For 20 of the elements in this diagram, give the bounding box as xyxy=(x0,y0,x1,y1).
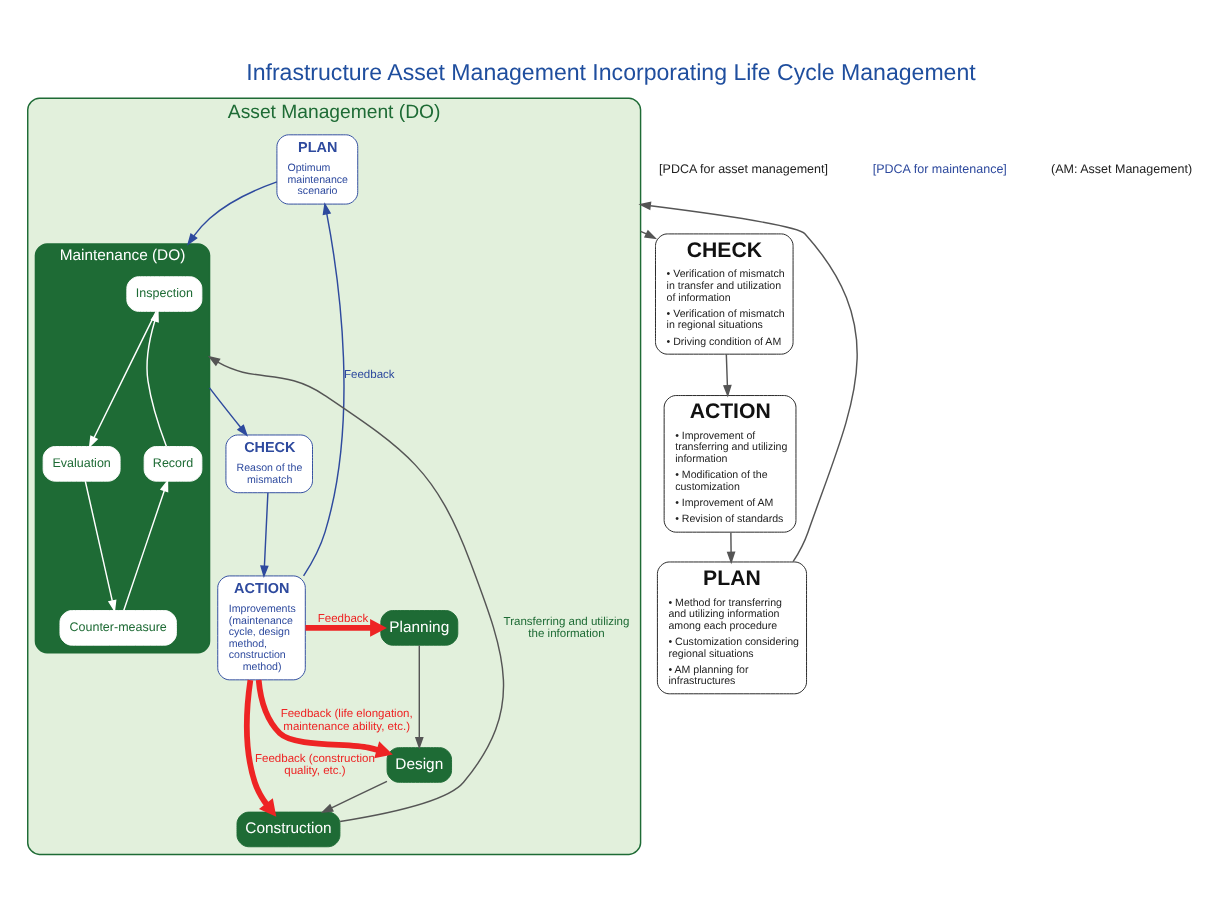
arrow xyxy=(723,352,732,397)
arrow xyxy=(726,530,736,564)
node-box: Design xyxy=(386,746,452,782)
arrow xyxy=(84,479,117,612)
arrow xyxy=(186,180,278,245)
arrow xyxy=(414,643,424,749)
arrow xyxy=(88,309,157,448)
node-box: Planning xyxy=(380,609,459,645)
arrow xyxy=(207,354,505,822)
arrow xyxy=(208,386,249,436)
arrow xyxy=(123,478,169,611)
diagram-title: Infrastructure Asset Management Incorporating Life Cycle Management xyxy=(246,61,976,86)
arrow xyxy=(320,779,388,813)
arrow xyxy=(146,308,168,447)
arrow xyxy=(255,678,393,758)
node-box: Construction xyxy=(236,810,341,847)
arrow xyxy=(260,491,269,577)
arrow xyxy=(302,201,345,576)
arrow xyxy=(244,678,277,816)
arrow xyxy=(305,618,387,636)
